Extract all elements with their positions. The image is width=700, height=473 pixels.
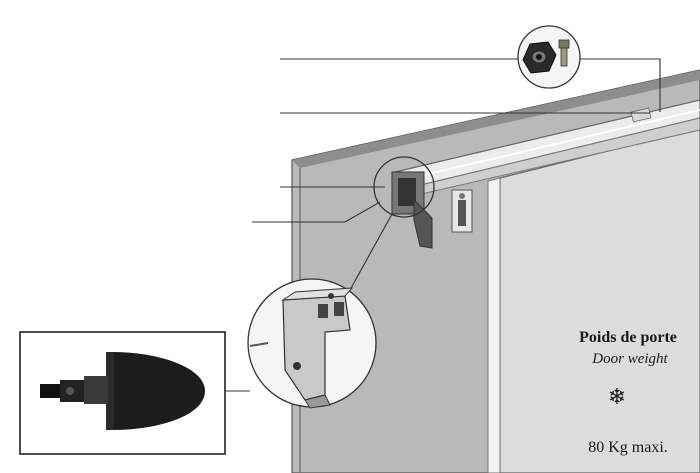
stopper-detail	[19, 331, 226, 455]
door-weight-max-value: 80 Kg maxi.	[588, 439, 668, 456]
top-rail	[394, 99, 700, 199]
bracket-detail	[247, 278, 377, 409]
door-weight-label-en: Door weight	[592, 351, 668, 367]
door-hanger	[451, 189, 473, 233]
end-bracket	[391, 171, 433, 249]
nut-screw-detail	[517, 25, 581, 89]
leader-lines	[225, 58, 661, 392]
sliding-door	[487, 127, 700, 473]
snowflake-icon: ❄	[607, 385, 627, 410]
door-weight-label-fr: Poids de porte	[579, 329, 677, 346]
